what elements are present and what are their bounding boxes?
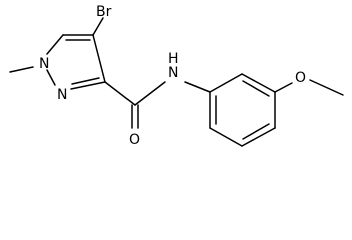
bond-ar1-ar2 xyxy=(209,73,243,93)
bond-n1-n2 xyxy=(46,69,56,86)
atom-o-ether-label: O xyxy=(295,70,306,86)
bond-ar2-ar3-inner xyxy=(242,80,270,97)
bond-ar5-ar6 xyxy=(209,127,243,147)
bond-n2-c3 xyxy=(70,81,106,90)
atom-n1-label: N xyxy=(39,56,49,72)
bond-c4-br xyxy=(92,17,104,36)
bond-c3-carbonyl xyxy=(104,81,136,106)
molecule-structure: Br N N N H O O xyxy=(9,4,344,148)
bond-c5-n1 xyxy=(46,34,64,55)
bond-carbonyl-nh xyxy=(134,81,166,106)
bond-ar3-o xyxy=(274,82,293,93)
bond-o-methyl xyxy=(309,79,344,96)
bond-ar2-ar3 xyxy=(241,73,276,93)
bond-n1-methyl xyxy=(9,66,34,73)
atom-nh-n-label: N xyxy=(168,65,178,81)
bond-c3-c4 xyxy=(92,34,106,83)
benzene-ring xyxy=(209,73,276,147)
atom-n2-label: N xyxy=(57,87,67,103)
bond-ar4-ar5 xyxy=(241,127,276,147)
bond-n2-c3-inner xyxy=(71,77,100,85)
bond-nh-aryl xyxy=(184,81,211,93)
pyrazole-ring xyxy=(46,34,106,90)
atom-o-carbonyl-label: O xyxy=(129,132,140,148)
atom-br-label: Br xyxy=(96,4,112,20)
atom-nh-h-label: H xyxy=(168,51,179,67)
bond-ar4-ar5-inner xyxy=(242,123,270,140)
